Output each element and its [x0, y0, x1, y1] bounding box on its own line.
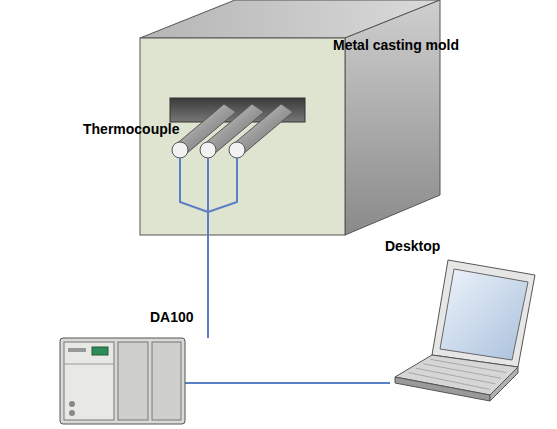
wire [185, 382, 390, 384]
laptop-computer: Desktop [390, 255, 538, 402]
wire [207, 236, 209, 338]
casting-mold-drawing [140, 0, 442, 236]
casting-mold: Metal casting mold [140, 0, 442, 236]
laptop-computer-drawing [390, 255, 538, 402]
node-label: Metal casting mold [333, 38, 459, 53]
node-label: DA100 [150, 310, 194, 325]
node-label: Desktop [385, 239, 440, 254]
data-acquisition-unit-drawing [60, 338, 185, 424]
data-acquisition-unit: DA100 [60, 338, 185, 424]
part-label: Thermocouple [83, 122, 179, 137]
